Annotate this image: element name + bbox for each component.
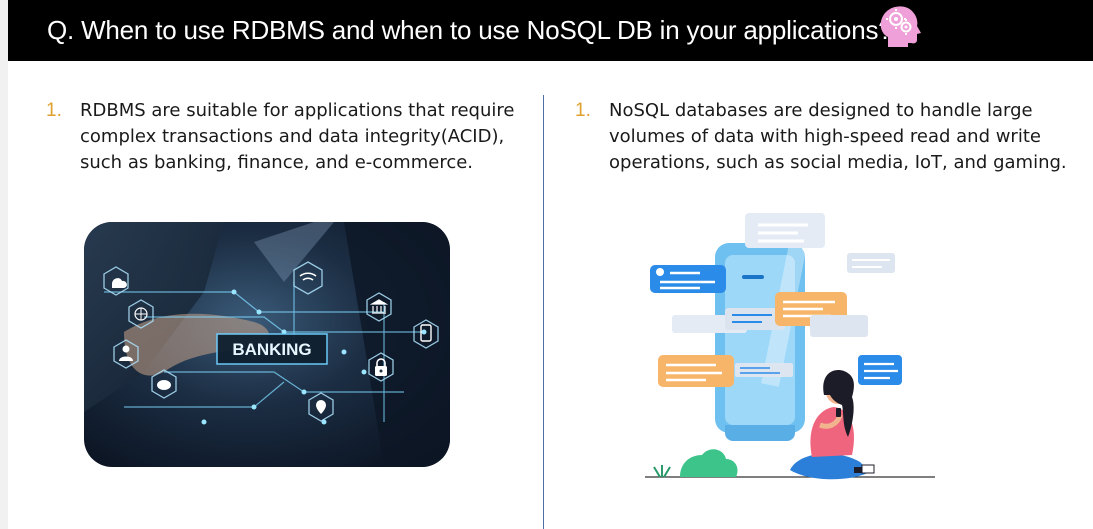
- item-number: 1.: [46, 100, 62, 121]
- slide-title: Q. When to use RDBMS and when to use NoS…: [47, 15, 893, 45]
- slide-left-edge: [0, 0, 8, 529]
- list-item: 1. RDBMS are suitable for applications t…: [46, 98, 516, 176]
- banking-illustration: BANKING: [84, 222, 450, 467]
- rdbms-description: RDBMS are suitable for applications that…: [80, 100, 515, 173]
- nosql-illustration: [645, 213, 935, 480]
- item-number: 1.: [575, 100, 591, 121]
- banking-label: BANKING: [232, 340, 311, 359]
- title-bar: Q. When to use RDBMS and when to use NoS…: [8, 0, 1093, 61]
- nosql-description: NoSQL databases are designed to handle l…: [609, 100, 1067, 173]
- list-item: 1. NoSQL databases are designed to handl…: [575, 98, 1075, 176]
- left-column-text: 1. RDBMS are suitable for applications t…: [46, 98, 516, 176]
- brain-gears-icon: [880, 6, 921, 48]
- column-divider: [543, 95, 544, 529]
- right-column-text: 1. NoSQL databases are designed to handl…: [575, 98, 1075, 176]
